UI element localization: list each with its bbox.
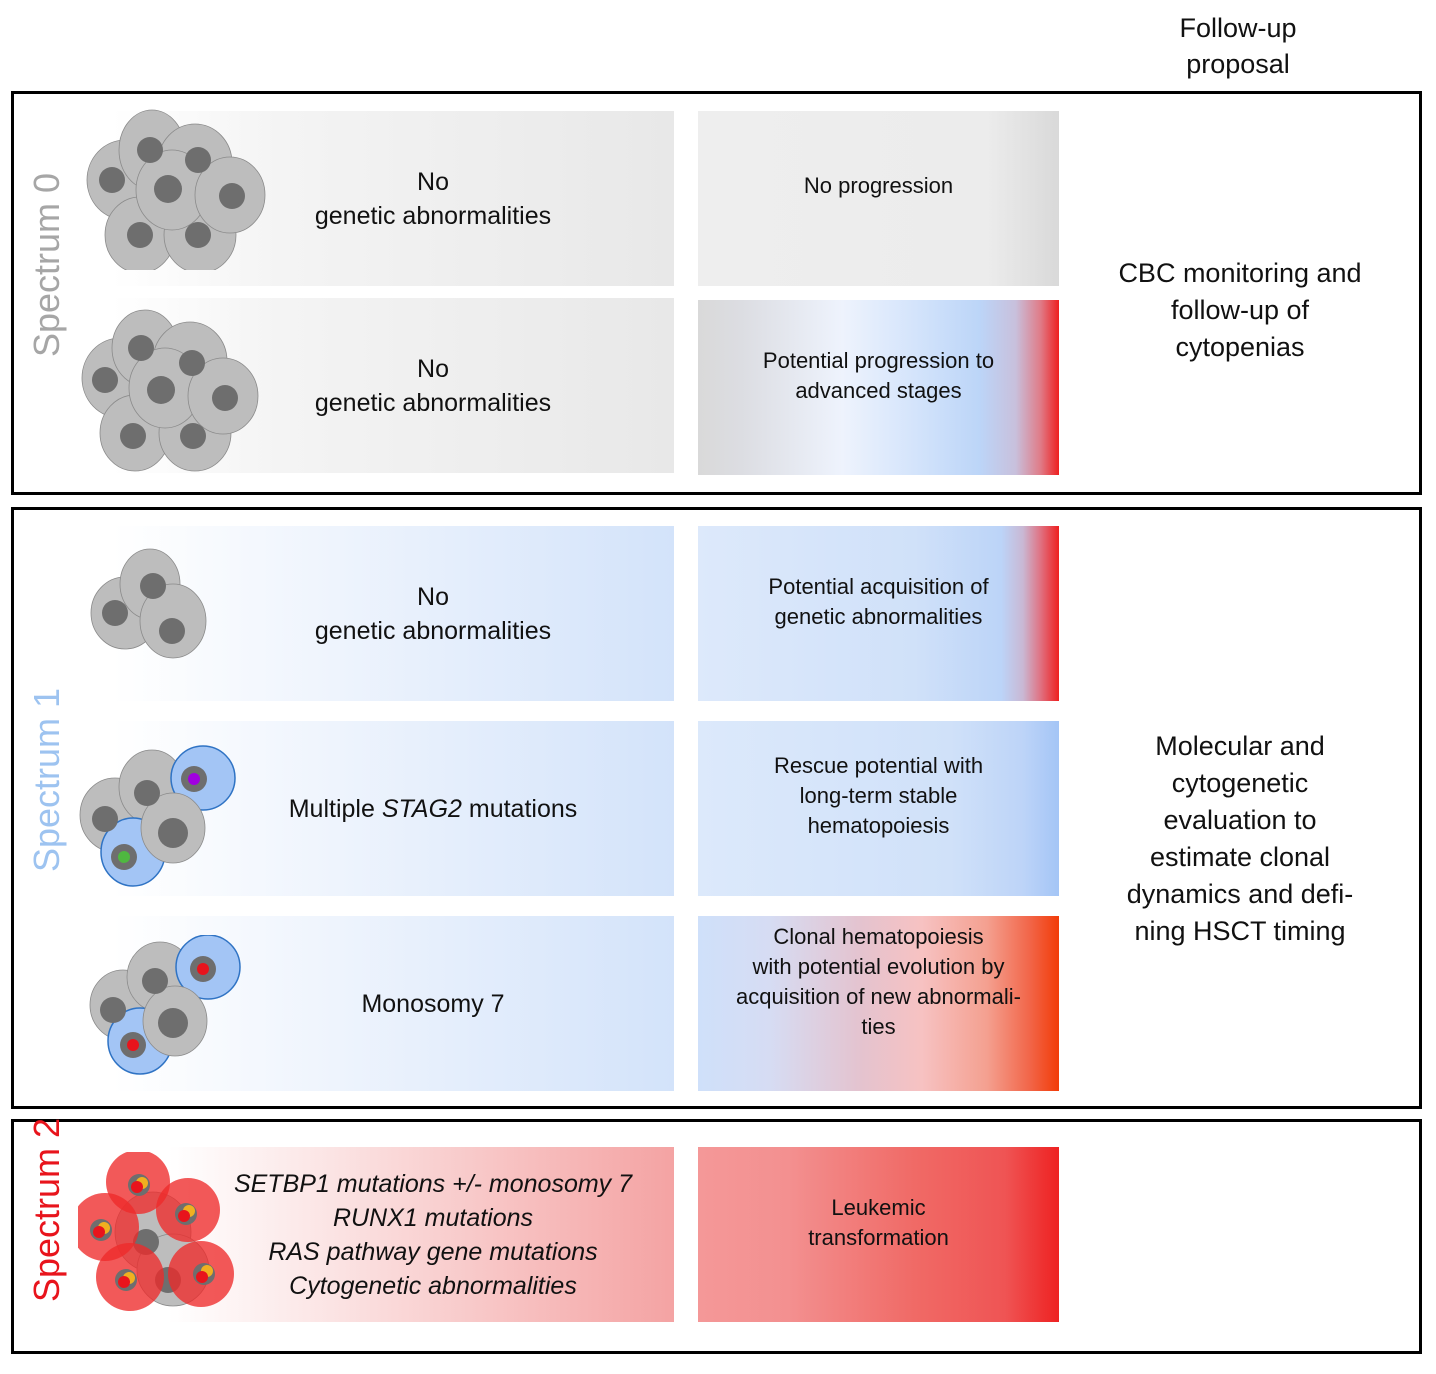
- small-grey-cell-cluster-icon: [90, 548, 207, 659]
- genetics-line: genetic abnormalities: [314, 616, 552, 645]
- spectrum-0-label: Spectrum 0: [26, 172, 68, 358]
- genetics-line: No: [417, 582, 449, 611]
- outcome-text: Rescue potential with long-term stable h…: [773, 753, 984, 838]
- mutation-dot-red: [127, 1039, 139, 1051]
- outcome-text: Leukemic transformation: [808, 1195, 949, 1250]
- stag2-mutant-cell-cluster-icon: [79, 745, 236, 887]
- spectrum-1-label: Spectrum 1: [26, 687, 68, 873]
- genetics-line: No: [417, 167, 449, 196]
- spectrum-1-row-2-outcome: Rescue potential with long-term stable h…: [698, 721, 1059, 896]
- outcome-text: Clonal hematopoiesis with potential evol…: [736, 924, 1021, 1039]
- genetics-line: Cytogenetic abnormalities: [289, 1271, 577, 1300]
- leukemic-cell-cluster-icon: [78, 1152, 234, 1311]
- genetics-line: Multiple STAG2 mutations: [289, 792, 578, 826]
- spectrum-1-panel: [11, 507, 1422, 1109]
- spectrum-0-row-2-outcome: Potential progression to advanced stages: [698, 300, 1059, 475]
- outcome-text: No progression: [803, 173, 954, 198]
- genetics-line: RAS pathway gene mutations: [268, 1237, 598, 1266]
- gene-name: STAG2: [381, 794, 462, 823]
- spectrum-1-row-1-outcome: Potential acquisition of genetic abnorma…: [698, 526, 1059, 701]
- genetics-line: genetic abnormalities: [314, 388, 552, 417]
- genetics-line: No: [417, 354, 449, 383]
- spectrum-2-label: Spectrum 2: [26, 1117, 68, 1303]
- genetics-suffix: mutations: [461, 794, 578, 823]
- genetics-line: genetic abnormalities: [314, 201, 552, 230]
- mutation-dot-red: [197, 963, 209, 975]
- mutation-dot-green: [118, 851, 130, 863]
- spectrum-0-row-1-outcome: No progression: [698, 111, 1059, 286]
- spectrum-2-panel: [11, 1119, 1422, 1354]
- genetics-line: RUNX1 mutations: [332, 1203, 534, 1232]
- grey-cell-cluster-icon: [86, 109, 266, 270]
- spectrum-1-follow-up-text: Molecular and cytogenetic evaluation to …: [1126, 731, 1354, 946]
- spectrum-2-outcome: Leukemic transformation: [698, 1147, 1059, 1322]
- outcome-text: Potential acquisition of genetic abnorma…: [768, 574, 989, 629]
- outcome-text: Potential progression to advanced stages: [762, 348, 995, 403]
- genetics-line: SETBP1 mutations +/- monosomy 7: [233, 1169, 633, 1198]
- spectrum-0-follow-up-text: CBC monitoring and follow-up of cytopeni…: [1118, 258, 1362, 362]
- genetics-line: Monosomy 7: [361, 989, 505, 1018]
- monosomy7-cell-cluster-icon: [89, 935, 241, 1075]
- spectrum-0-panel: [11, 91, 1422, 495]
- follow-up-column-header: Follow-up proposal: [1179, 13, 1297, 79]
- grey-cell-cluster-icon: [81, 309, 259, 472]
- mutation-dot-purple: [188, 773, 200, 785]
- genetics-prefix: Multiple: [288, 794, 382, 823]
- spectrum-1-row-3-outcome: Clonal hematopoiesis with potential evol…: [698, 916, 1059, 1091]
